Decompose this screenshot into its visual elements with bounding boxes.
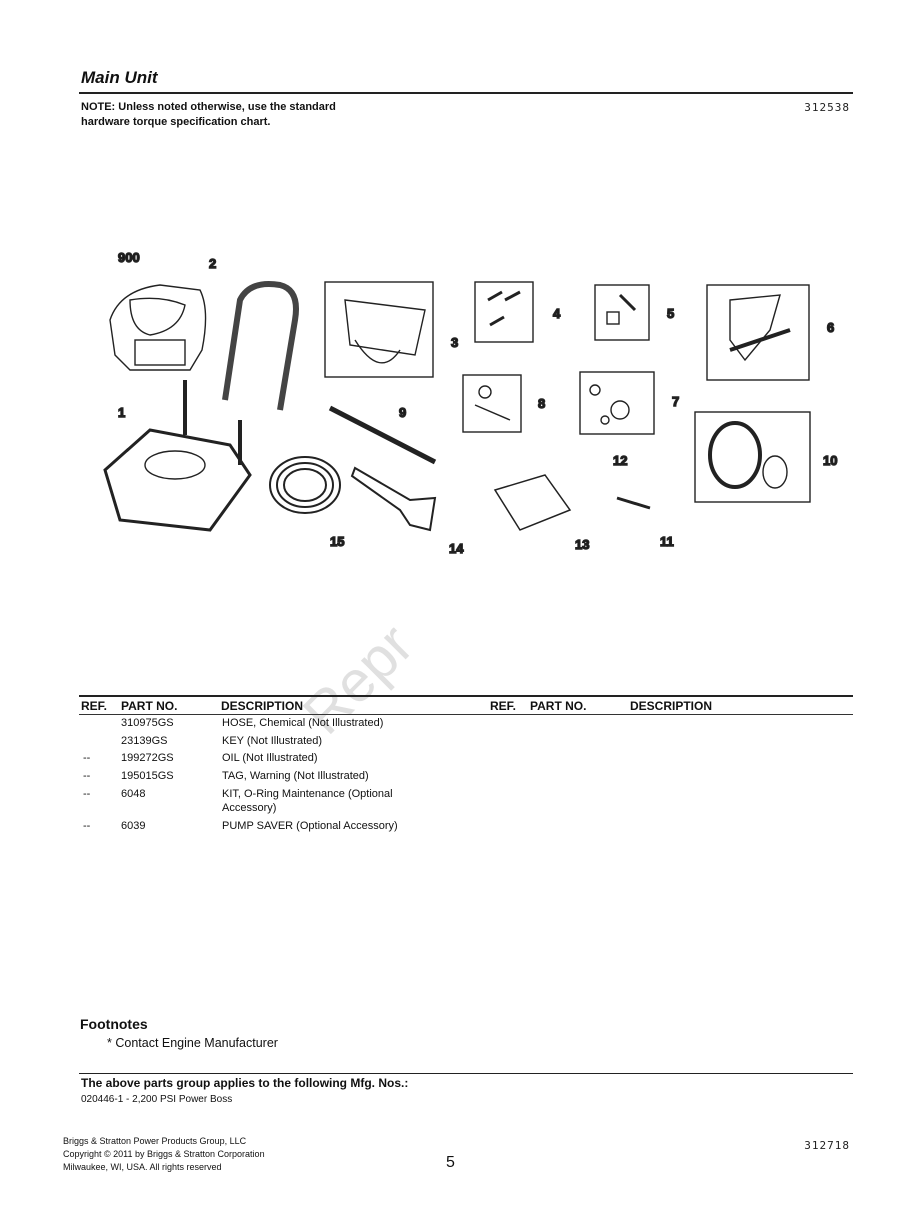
handle-illustration xyxy=(222,281,299,411)
location-line: Milwaukee, WI, USA. All rights reserved xyxy=(63,1162,222,1172)
row-ref: -- xyxy=(83,788,91,800)
engine-illustration xyxy=(109,284,207,371)
hardware-box-8 xyxy=(462,374,522,433)
lance-illustration xyxy=(328,405,437,465)
title-divider xyxy=(79,92,853,94)
item-11-illustration xyxy=(616,496,651,510)
callout-11: 11 xyxy=(660,534,674,549)
footnotes-title: Footnotes xyxy=(80,1016,148,1032)
row-part-no: 195015GS xyxy=(121,770,174,782)
row-description: PUMP SAVER (Optional Accessory) xyxy=(222,820,398,832)
row-description-cont: Accessory) xyxy=(222,802,277,814)
col-header-description: DESCRIPTION xyxy=(221,699,304,713)
wheel-box xyxy=(694,411,811,503)
col-header-ref-2: REF. xyxy=(490,699,517,713)
callout-3: 3 xyxy=(451,335,458,350)
row-ref: -- xyxy=(83,770,91,782)
hardware-box-7 xyxy=(579,371,655,435)
callout-9: 9 xyxy=(399,405,406,420)
callout-1: 1 xyxy=(118,405,125,420)
callout-12: 12 xyxy=(613,453,627,468)
bracket-box xyxy=(324,281,434,378)
torque-note: NOTE: Unless noted otherwise, use the st… xyxy=(81,101,336,128)
callout-10: 10 xyxy=(823,453,837,468)
page-title: Main Unit xyxy=(81,68,158,87)
callout-900: 900 xyxy=(118,250,140,265)
row-part-no: 6048 xyxy=(121,788,146,800)
row-ref: -- xyxy=(83,820,91,832)
callout-13: 13 xyxy=(575,537,589,552)
nozzle-set-illustration xyxy=(493,474,572,531)
row-ref: -- xyxy=(83,752,91,764)
mfg-divider xyxy=(79,1073,853,1074)
callout-6: 6 xyxy=(827,320,834,335)
row-description: KEY (Not Illustrated) xyxy=(222,735,323,747)
pump-box xyxy=(706,284,810,381)
table-header-rule xyxy=(79,714,853,715)
diagram-code: 312538 xyxy=(804,101,850,114)
col-header-part-no: PART NO. xyxy=(121,699,178,713)
hardware-box-4 xyxy=(474,281,534,343)
mfg-item: 020446-1 - 2,200 PSI Power Boss xyxy=(81,1094,233,1105)
footnote-item: * Contact Engine Manufacturer xyxy=(107,1036,278,1050)
row-description: KIT, O-Ring Maintenance (Optional xyxy=(222,788,393,800)
hose-illustration xyxy=(269,456,341,514)
col-header-description-2: DESCRIPTION xyxy=(630,699,713,713)
row-part-no: 23139GS xyxy=(121,735,168,747)
copyright-line: Copyright © 2011 by Briggs & Stratton Co… xyxy=(63,1149,265,1159)
frame-illustration xyxy=(103,380,252,532)
company-info: Briggs & Stratton Power Products Group, … xyxy=(63,1135,265,1174)
callout-2: 2 xyxy=(209,256,216,271)
page-number: 5 xyxy=(446,1154,455,1171)
row-part-no: 6039 xyxy=(121,820,146,832)
row-description: OIL (Not Illustrated) xyxy=(222,752,318,764)
exploded-parts-diagram: 900 2 3 4 5 6 1 9 8 7 12 10 15 14 13 11 xyxy=(103,249,838,557)
callout-5: 5 xyxy=(667,306,674,321)
company-line: Briggs & Stratton Power Products Group, … xyxy=(63,1136,247,1146)
callout-7: 7 xyxy=(672,394,679,409)
callout-14: 14 xyxy=(449,541,464,556)
callout-8: 8 xyxy=(538,396,545,411)
col-header-ref: REF. xyxy=(81,699,108,713)
row-part-no: 310975GS xyxy=(121,717,174,729)
hardware-box-5 xyxy=(594,284,650,341)
mfg-title: The above parts group applies to the fol… xyxy=(81,1076,409,1090)
col-header-part-no-2: PART NO. xyxy=(530,699,587,713)
callout-4: 4 xyxy=(553,306,561,321)
row-part-no: 199272GS xyxy=(121,752,174,764)
row-description: TAG, Warning (Not Illustrated) xyxy=(222,770,369,782)
spray-gun-illustration xyxy=(350,466,437,532)
callout-15: 15 xyxy=(330,534,344,549)
bottom-code: 312718 xyxy=(804,1139,850,1152)
row-description: HOSE, Chemical (Not Illustrated) xyxy=(222,717,384,729)
table-top-rule xyxy=(79,695,853,697)
